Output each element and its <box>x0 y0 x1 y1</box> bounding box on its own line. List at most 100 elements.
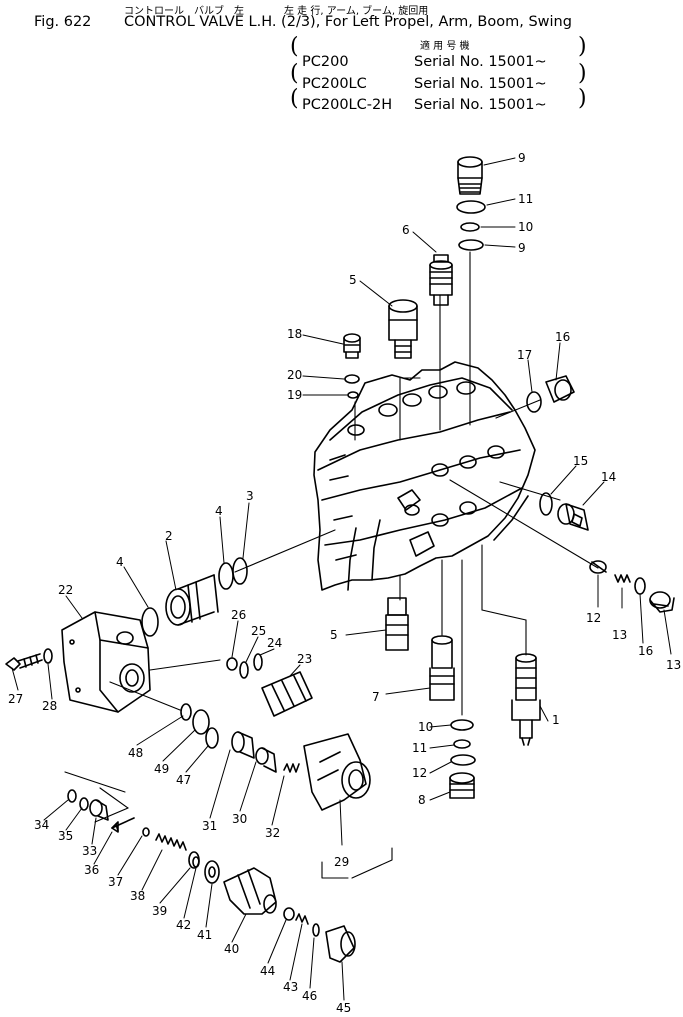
valve-23 <box>261 671 313 717</box>
pin-36 <box>111 817 135 833</box>
callout-17: 16 <box>555 330 570 344</box>
o-ring-34 <box>67 789 77 803</box>
callout-8: 9 <box>518 151 526 165</box>
valve-6 <box>429 254 453 306</box>
callout-28: 28 <box>42 699 57 713</box>
callout-7: 7 <box>372 690 380 704</box>
callout-26: 26 <box>231 608 246 622</box>
callout-18: 17 <box>517 348 532 362</box>
callout-13: 13 <box>612 628 627 642</box>
serial-number: Serial No. 15001~ <box>414 54 547 70</box>
callout-16: 15 <box>573 454 588 468</box>
callout-47: 47 <box>176 773 191 787</box>
callout-41: 41 <box>197 928 212 942</box>
part-44 <box>283 907 295 921</box>
o-ring-16-upper <box>539 492 553 516</box>
callout-16: 16 <box>638 644 653 658</box>
valve-body <box>313 361 536 591</box>
o-ring-11-lower <box>450 754 476 766</box>
spring-32 <box>283 763 300 773</box>
callout-15: 14 <box>601 470 616 484</box>
cap-45 <box>325 925 356 963</box>
washer-28 <box>43 648 53 664</box>
fig-number: Fig. 622 <box>34 14 92 30</box>
o-ring-4-left <box>141 607 159 637</box>
plug-15 <box>557 503 589 531</box>
o-ring-16-lower <box>634 577 646 595</box>
callout-2: 2 <box>165 529 173 543</box>
callout-42: 42 <box>176 918 191 932</box>
o-ring-47 <box>205 727 219 749</box>
callout-11: 11 <box>518 192 533 206</box>
open-paren: ( <box>290 86 299 111</box>
cover-22 <box>61 611 151 713</box>
serial-number: Serial No. 15001~ <box>414 97 547 113</box>
close-paren: ) <box>578 34 587 59</box>
o-ring-25 <box>239 661 249 679</box>
callout-31: 31 <box>202 819 217 833</box>
callout-9: 9 <box>518 241 526 255</box>
close-paren: ) <box>578 61 587 86</box>
spring-38 <box>155 833 187 851</box>
plug-19 <box>343 333 361 359</box>
callout-25: 25 <box>251 624 266 638</box>
open-paren: ( <box>290 34 299 59</box>
callout-12: 12 <box>586 611 601 625</box>
callout-23: 23 <box>297 652 312 666</box>
plug-14 <box>649 591 675 613</box>
label-leaders <box>11 157 672 1001</box>
valve-40 <box>223 867 277 915</box>
callout-8: 8 <box>418 793 426 807</box>
backup-ring-10 <box>460 222 480 232</box>
ball-37 <box>142 827 150 837</box>
diagram-title: CONTROL VALVE L.H. (2/3), For Left Prope… <box>124 14 572 30</box>
callout-38: 38 <box>130 889 145 903</box>
bolt-27 <box>5 653 43 671</box>
o-ring-42 <box>192 856 200 868</box>
cover-2 <box>165 574 219 626</box>
open-paren: ( <box>290 61 299 86</box>
callout-48: 48 <box>128 746 143 760</box>
o-ring-46 <box>312 923 320 937</box>
callout-45: 45 <box>336 1001 351 1015</box>
callout-11: 12 <box>412 766 427 780</box>
serial-number: Serial No. 15001~ <box>414 76 547 92</box>
backup-ring-10-lower <box>453 739 471 749</box>
leader-lines <box>64 251 599 823</box>
callout-10: 11 <box>412 741 427 755</box>
model-name: PC200 <box>302 54 349 70</box>
callout-40: 40 <box>224 942 239 956</box>
callout-43: 43 <box>283 980 298 994</box>
nut-41 <box>204 860 220 884</box>
model-name: PC200LC <box>302 76 367 92</box>
valve-1 <box>511 653 541 746</box>
callout-39: 39 <box>152 904 167 918</box>
callout-6: 6 <box>402 223 410 237</box>
callout-21: 20 <box>287 368 302 382</box>
valve-5-lower <box>385 597 409 651</box>
o-ring-3 <box>232 557 248 585</box>
callout-1: 1 <box>552 713 560 727</box>
callout-22: 22 <box>58 583 73 597</box>
callout-24: 24 <box>267 636 282 650</box>
o-ring-48 <box>180 703 192 721</box>
o-ring-21 <box>344 374 360 384</box>
plug-8-top <box>457 156 483 195</box>
applicable-models-heading: 適 用 号 機 <box>420 41 470 52</box>
part-26 <box>226 657 238 671</box>
body-29 <box>303 733 371 811</box>
callout-4: 4 <box>215 504 223 518</box>
part-12 <box>589 560 607 574</box>
bracket-29 <box>321 847 393 879</box>
o-ring-11 <box>456 200 486 214</box>
callout-5: 5 <box>330 628 338 642</box>
callout-30: 30 <box>232 812 247 826</box>
spring-43 <box>295 913 309 925</box>
callout-49: 49 <box>154 762 169 776</box>
callout-36: 36 <box>84 863 99 877</box>
callout-44: 44 <box>260 964 275 978</box>
callout-33: 33 <box>82 844 97 858</box>
japanese-title: コントロール バルブ 左 左 走 行, アーム, ブーム, 旋回用 <box>124 6 429 17</box>
model-name: PC200LC-2H <box>302 97 393 113</box>
